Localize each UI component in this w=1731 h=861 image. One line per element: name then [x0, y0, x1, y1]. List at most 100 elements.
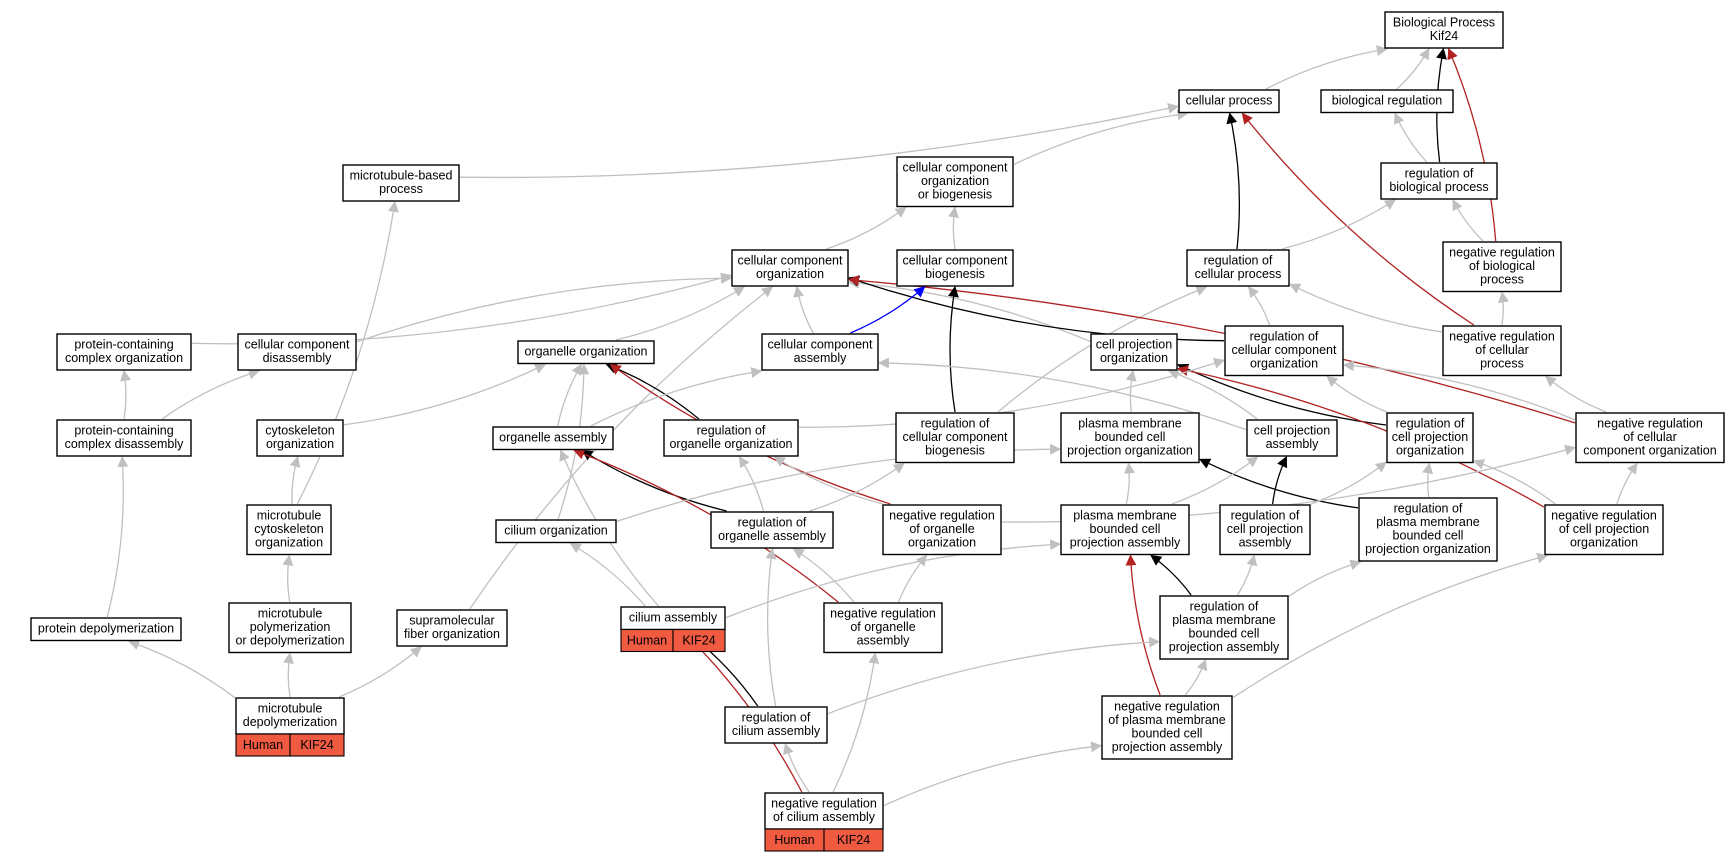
node-label-line: assembly — [857, 634, 911, 648]
node-label-line: cellular component — [903, 430, 1008, 444]
edge-is-a — [1237, 554, 1258, 596]
node-label-line: complex disassembly — [65, 437, 185, 451]
edge-is-a — [1498, 291, 1509, 326]
go-term-node-organelle-assembly[interactable]: organelle assembly — [492, 426, 614, 451]
node-label-line: fiber organization — [404, 627, 500, 641]
edge-is-a — [883, 741, 1103, 807]
edge-is-a — [161, 368, 260, 420]
node-box — [1178, 89, 1280, 114]
node-label-line: organization — [908, 536, 976, 550]
node-label-line: projection organization — [1067, 444, 1193, 458]
node-label-line: biogenesis — [925, 267, 985, 281]
node-label-line: polymerization — [250, 620, 331, 634]
node-label-line: of cellular — [1623, 430, 1677, 444]
go-term-node-cilium-org[interactable]: cilium organization — [495, 519, 617, 544]
edge-is-a — [725, 539, 1062, 619]
edge-is-a — [783, 742, 810, 793]
node-label-line: plasma membrane — [1078, 417, 1182, 431]
node-label-line: of cellular — [1475, 343, 1529, 357]
edge-is-a — [282, 554, 294, 603]
edge-part-of — [847, 275, 1225, 342]
node-label-line: microtubule — [258, 702, 323, 716]
node-box — [724, 706, 828, 744]
node-box — [823, 602, 943, 654]
node-label-line: plasma membrane — [1073, 509, 1177, 523]
node-box — [396, 609, 508, 647]
node-label-line: biological regulation — [1332, 94, 1443, 108]
node-box — [1442, 325, 1562, 377]
edge-is-a — [897, 554, 928, 603]
go-term-node-protein-depoly[interactable]: protein depolymerization — [30, 617, 182, 642]
node-box — [761, 333, 879, 371]
edge-is-a — [765, 547, 777, 707]
node-label-line: cytoskeleton — [254, 522, 324, 536]
go-term-node-cellular-process[interactable]: cellular process — [1178, 89, 1280, 114]
node-label-line: negative regulation — [1114, 700, 1220, 714]
go-term-node-organelle-org[interactable]: organelle organization — [517, 340, 655, 365]
node-label-line: assembly — [794, 351, 848, 365]
node-box — [1386, 412, 1474, 464]
edge-is-a — [1184, 658, 1208, 696]
go-term-node-biological-regulation[interactable]: biological regulation — [1320, 89, 1454, 114]
node-box — [1186, 249, 1290, 287]
node-label-line: organization — [1396, 444, 1464, 458]
edge-is-a — [1247, 286, 1271, 326]
edge-is-a — [827, 636, 1161, 715]
node-box — [30, 617, 182, 642]
edge-is-a — [1125, 369, 1137, 413]
annotation-gene: KIF24 — [837, 833, 870, 847]
edge-is-a — [1422, 462, 1434, 498]
node-label-line: cilium assembly — [732, 724, 821, 738]
node-label-line: organelle assembly — [718, 529, 826, 543]
edge-is-a — [1393, 112, 1428, 163]
node-label-line: bounded cell — [1090, 522, 1161, 536]
node-box — [237, 333, 357, 371]
node-label-line: supramolecular — [409, 614, 494, 628]
node-box — [495, 519, 617, 544]
edge-part-of — [1199, 458, 1359, 509]
edge-negatively-regulates — [1447, 47, 1497, 242]
annotation-cell — [289, 733, 345, 757]
edge-is-a — [356, 272, 733, 343]
edge-is-a — [832, 652, 880, 793]
